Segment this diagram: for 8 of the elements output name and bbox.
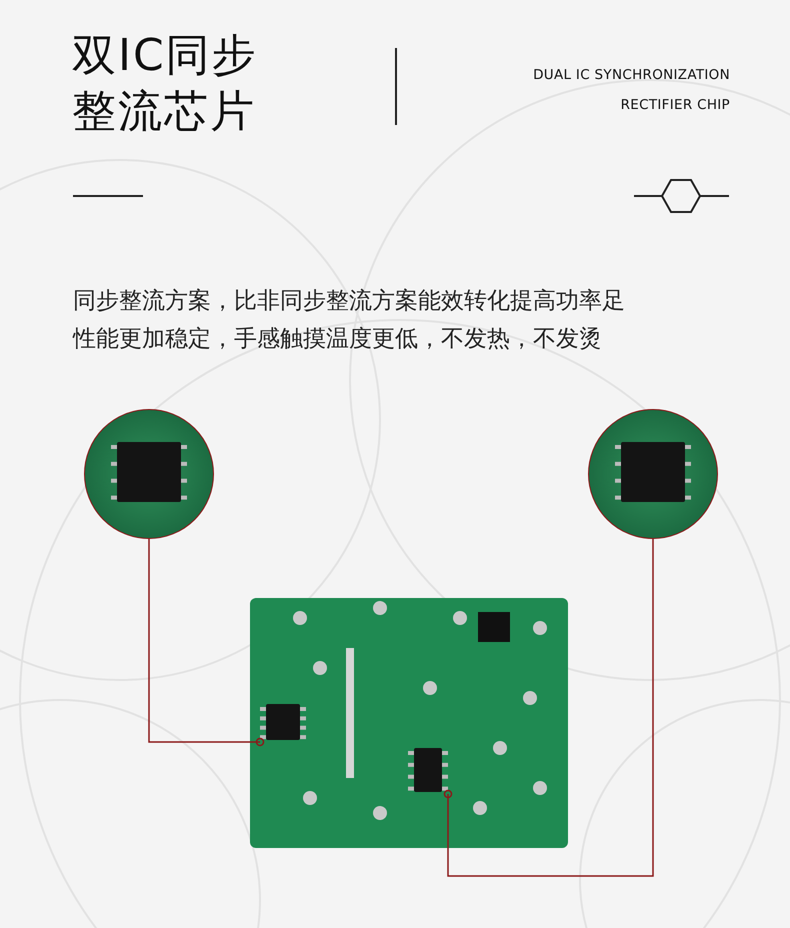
circuit-board-picture (250, 598, 568, 848)
leader-line (444, 539, 654, 877)
leader-line (148, 539, 264, 746)
description-text: 同步整流方案，比非同步整流方案能效转化提高功率足性能更加稳定，手感触摸温度更低，不发热，不发烫 (73, 287, 626, 354)
heading: 双IC同步整流芯片 (72, 29, 259, 139)
subtitle: DUAL IC SYNCHRONIZATION RECTIFIER CHIP (532, 66, 730, 115)
chip (260, 702, 306, 742)
chip (408, 746, 448, 794)
